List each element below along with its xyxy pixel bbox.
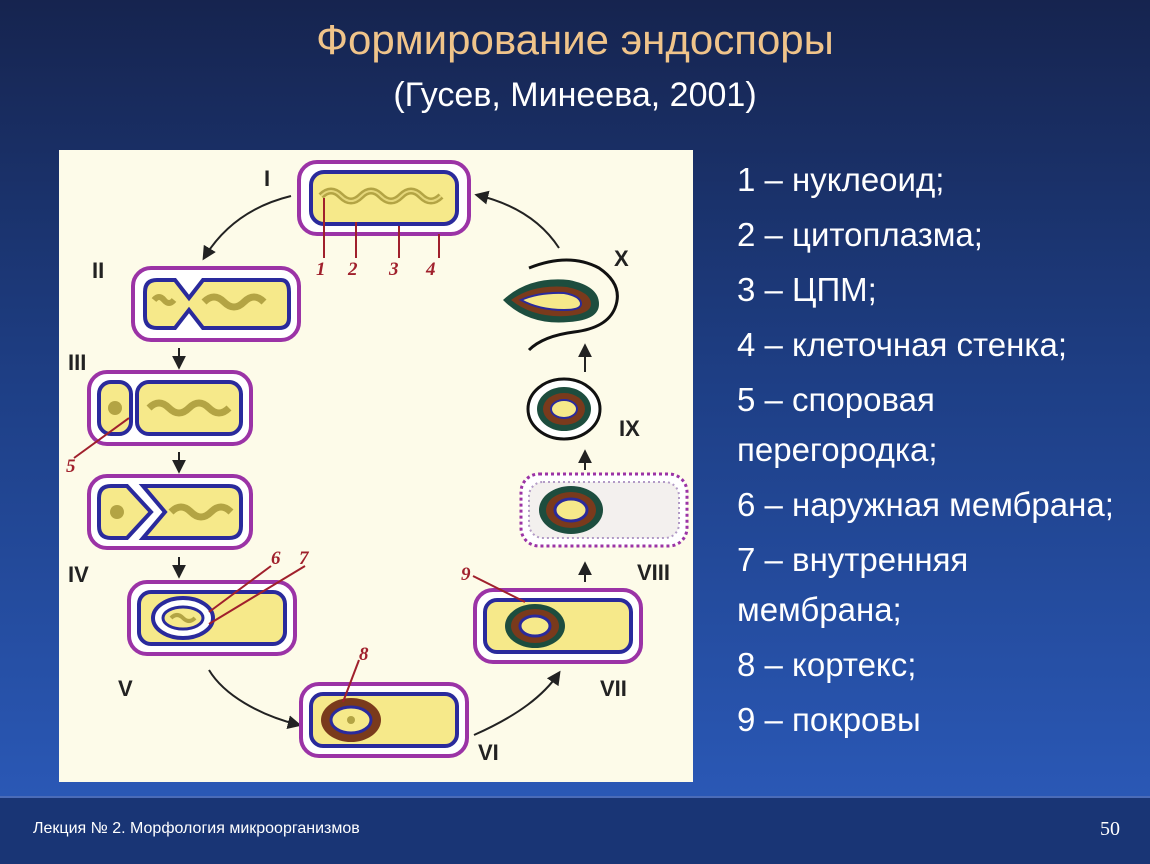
slide-subtitle: (Гусев, Минеева, 2001) xyxy=(393,76,757,114)
slide-title: Формирование эндоспоры xyxy=(316,16,834,63)
stage-iii-cell xyxy=(87,370,253,446)
footer-divider xyxy=(0,796,1150,798)
arrow-v-to-vi xyxy=(208,669,302,730)
page-number: 50 xyxy=(1100,818,1120,840)
stage-label-vii: VII xyxy=(600,676,627,701)
legend-list: 1 – нуклеоид; 2 – цитоплазма; 3 – ЦПМ; 4… xyxy=(737,155,1137,750)
stage-vi-cell xyxy=(299,682,469,758)
stage-label-iii: III xyxy=(68,350,86,375)
marker-label-6: 6 xyxy=(271,548,281,569)
legend-item-inner-membrane: 7 – внутренняя мембрана; xyxy=(737,541,969,628)
stage-viii-cell xyxy=(519,472,689,548)
legend-item-outer-membrane: 6 – наружная мембрана; xyxy=(737,486,1114,523)
footer-lecture-title: Лекция № 2. Морфология микроорганизмов xyxy=(33,820,360,837)
legend-item-spore-septum: 5 – споровая перегородка; xyxy=(737,381,938,468)
stage-vii-cell xyxy=(473,588,643,664)
stage-iv-cell xyxy=(87,474,253,550)
stage-label-ii: II xyxy=(92,258,104,283)
legend-item-nucleoid: 1 – нуклеоид; xyxy=(737,161,945,198)
marker-line-8 xyxy=(342,659,360,703)
stage-i-cell xyxy=(297,160,471,236)
arrow-vi-to-vii xyxy=(473,670,561,736)
stage-label-vi: VI xyxy=(478,740,499,765)
stage-label-v: V xyxy=(118,676,133,701)
endospore-diagram: I II III IV V VI VII VIII IX X 1 2 3 4 5… xyxy=(59,150,693,782)
stage-ii-cell xyxy=(131,266,301,342)
stage-label-x: X xyxy=(614,246,629,271)
marker-label-7: 7 xyxy=(299,548,310,569)
stage-x-germination xyxy=(503,258,619,352)
footer-band xyxy=(0,796,1150,864)
stage-label-iv: IV xyxy=(68,562,89,587)
arrow-i-to-ii xyxy=(202,195,292,261)
marker-line-6 xyxy=(208,565,272,613)
marker-label-8: 8 xyxy=(359,644,369,665)
marker-line-9 xyxy=(472,575,526,603)
marker-label-9: 9 xyxy=(461,564,471,585)
stage-ix-spore xyxy=(526,377,602,441)
stage-v-cell xyxy=(127,580,297,656)
arrow-x-to-i xyxy=(474,190,560,249)
stage-label-i: I xyxy=(264,166,270,191)
marker-label-3: 3 xyxy=(388,259,399,280)
stage-label-viii: VIII xyxy=(637,560,670,585)
marker-line-7 xyxy=(208,565,306,625)
legend-item-coats: 9 – покровы xyxy=(737,701,921,738)
stage-label-ix: IX xyxy=(619,416,640,441)
marker-label-2: 2 xyxy=(347,259,358,280)
legend-item-cpm: 3 – ЦПМ; xyxy=(737,271,877,308)
marker-label-1: 1 xyxy=(316,259,326,280)
marker-line-5 xyxy=(73,417,130,459)
marker-label-4: 4 xyxy=(425,259,436,280)
legend-item-cortex: 8 – кортекс; xyxy=(737,646,917,683)
legend-item-cytoplasm: 2 – цитоплазма; xyxy=(737,216,983,253)
marker-label-5: 5 xyxy=(66,456,76,477)
legend-item-cell-wall: 4 – клеточная стенка; xyxy=(737,326,1068,363)
